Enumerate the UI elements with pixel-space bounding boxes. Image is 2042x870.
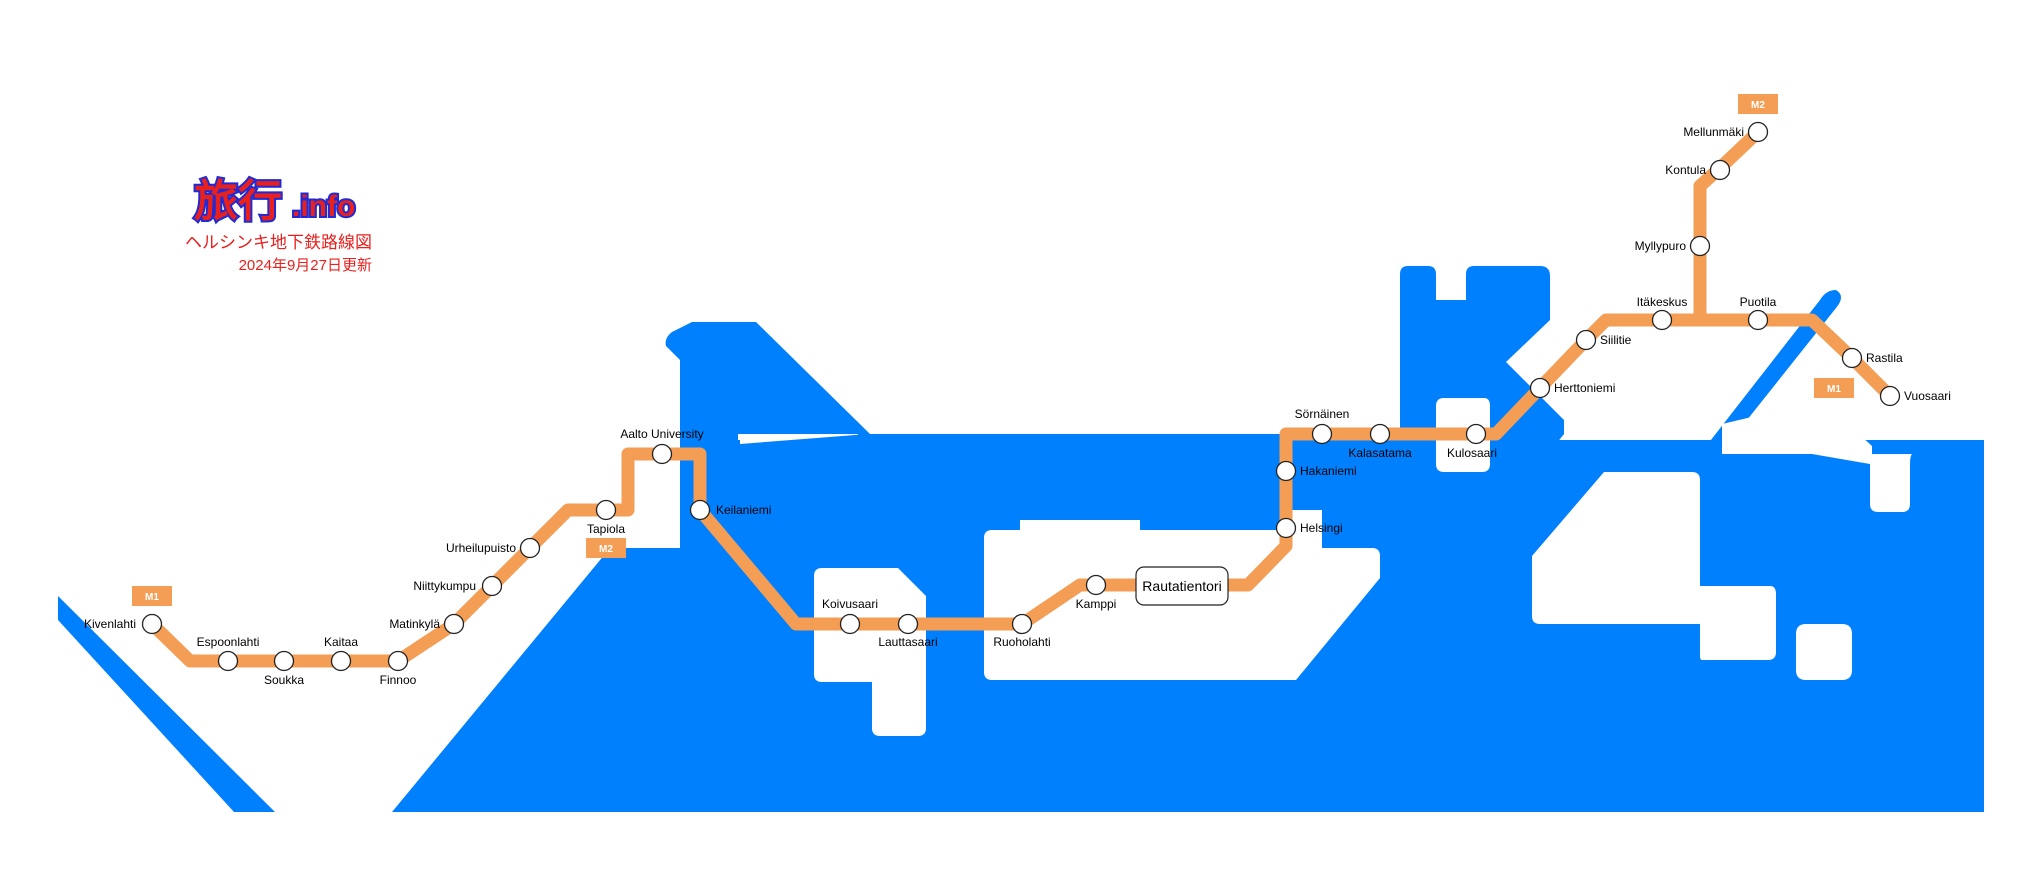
station-rastila[interactable]: Rastila: [1841, 347, 1904, 369]
terminal-box-tapiola: M2: [586, 538, 626, 558]
station-label: Vuosaari: [1904, 389, 1951, 403]
logo-suffix-text: .info: [292, 190, 355, 223]
station-label: Niittykumpu: [413, 579, 476, 593]
line-east-branch: [1693, 125, 1765, 327]
station-label: Mellunmäki: [1683, 125, 1744, 139]
site-logo[interactable]: 旅行 .info: [192, 175, 357, 228]
station-label: Aalto University: [620, 427, 703, 441]
station-itakeskus[interactable]: Itäkeskus: [1637, 295, 1688, 331]
station-label: Itäkeskus: [1637, 295, 1688, 309]
terminal-label: M2: [1751, 100, 1765, 111]
station-lauttasaari[interactable]: Lauttasaari: [878, 613, 938, 650]
station-matinkyla[interactable]: Matinkylä: [389, 613, 465, 635]
station-hakaniemi[interactable]: Hakaniemi: [1275, 460, 1357, 482]
station-keilaniemi[interactable]: Keilaniemi: [689, 499, 772, 521]
station-label: Keilaniemi: [716, 503, 771, 517]
station-ruoholahti[interactable]: Ruoholahti: [993, 613, 1051, 650]
island-laajasalo: [1532, 472, 1776, 660]
terminal-label: M2: [599, 544, 613, 555]
island-vuosaari-bay: [1722, 416, 1912, 512]
station-label: Koivusaari: [822, 597, 878, 611]
station-puotila[interactable]: Puotila: [1740, 295, 1777, 331]
hub-label: Rautatientori: [1142, 578, 1221, 594]
logo-main-text: 旅行: [194, 177, 282, 226]
station-label: Myllypuro: [1635, 239, 1687, 253]
station-tapiola[interactable]: Tapiola: [587, 499, 625, 537]
station-label: Ruoholahti: [993, 635, 1050, 649]
station-label: Kontula: [1665, 163, 1706, 177]
station-label: Kulosaari: [1447, 446, 1497, 460]
terminal-markers: M1 M2 M2 M1: [132, 94, 1854, 606]
station-label: Kamppi: [1076, 597, 1117, 611]
station-label: Soukka: [264, 673, 304, 687]
map-subtitle: ヘルシンキ地下鉄路線図: [185, 233, 372, 252]
station-label: Kalasatama: [1348, 446, 1412, 460]
update-date: 2024年9月27日更新: [239, 257, 372, 274]
station-kalasatama[interactable]: Kalasatama: [1348, 423, 1412, 461]
station-mellunmaki[interactable]: Mellunmäki: [1683, 121, 1769, 143]
station-kulosaari[interactable]: Kulosaari: [1447, 423, 1497, 461]
station-helsingi[interactable]: Helsingi: [1275, 517, 1343, 539]
water-laajalahti: [665, 322, 870, 548]
station-label: Sörnäinen: [1295, 407, 1350, 421]
station-herttoniemi[interactable]: Herttoniemi: [1529, 377, 1616, 399]
terminal-label: M1: [1827, 384, 1841, 395]
island-small-east: [1796, 624, 1852, 680]
station-label: Kivenlahti: [84, 617, 136, 631]
station-label: Siilitie: [1600, 333, 1632, 347]
terminal-box-vuosaari: M1: [1814, 378, 1854, 398]
station-myllypuro[interactable]: Myllypuro: [1635, 235, 1711, 257]
terminal-label: M1: [145, 592, 159, 603]
station-label: Rastila: [1866, 351, 1903, 365]
water-west-strait: [58, 596, 275, 812]
water-channel: [1116, 492, 1400, 506]
station-urheilupuisto[interactable]: Urheilupuisto: [446, 537, 541, 559]
station-koivusaari[interactable]: Koivusaari: [822, 597, 878, 635]
station-label: Urheilupuisto: [446, 541, 516, 555]
station-label: Espoonlahti: [197, 635, 260, 649]
station-siilitie[interactable]: Siilitie: [1575, 329, 1632, 351]
station-label: Lauttasaari: [878, 635, 937, 649]
station-label: Puotila: [1740, 295, 1777, 309]
station-niittykumpu[interactable]: Niittykumpu: [413, 575, 503, 597]
station-label: Tapiola: [587, 522, 625, 536]
station-espoonlahti[interactable]: Espoonlahti: [197, 635, 260, 672]
water-ruoholahti-inlet: [858, 434, 1022, 530]
east-margin: [1984, 0, 2042, 870]
station-sornainen[interactable]: Sörnäinen: [1295, 407, 1350, 445]
station-label: Kaitaa: [324, 635, 358, 649]
station-kamppi[interactable]: Kamppi: [1076, 574, 1117, 612]
station-vuosaari[interactable]: Vuosaari: [1879, 385, 1951, 407]
station-label: Herttoniemi: [1554, 381, 1615, 395]
station-finnoo[interactable]: Finnoo: [380, 650, 417, 688]
station-label: Hakaniemi: [1300, 464, 1357, 478]
station-label: Matinkylä: [389, 617, 440, 631]
station-soukka[interactable]: Soukka: [264, 650, 304, 688]
station-kontula[interactable]: Kontula: [1665, 159, 1731, 181]
station-label: Finnoo: [380, 673, 417, 687]
terminal-box-kivenlahti: M1: [132, 586, 172, 606]
island-koivusaari: [814, 568, 926, 736]
south-margin: [0, 812, 2042, 870]
terminal-box-mellunmaki: M2: [1738, 94, 1778, 114]
hub-rautatientori[interactable]: Rautatientori: [1135, 566, 1229, 606]
station-kivenlahti[interactable]: Kivenlahti: [84, 613, 163, 635]
station-label: Helsingi: [1300, 521, 1343, 535]
station-aalto-university[interactable]: Aalto University: [620, 427, 704, 465]
station-kaitaa[interactable]: Kaitaa: [324, 635, 358, 672]
stations: Kivenlahti Espoonlahti Soukka Kaitaa Fin…: [84, 121, 1951, 688]
